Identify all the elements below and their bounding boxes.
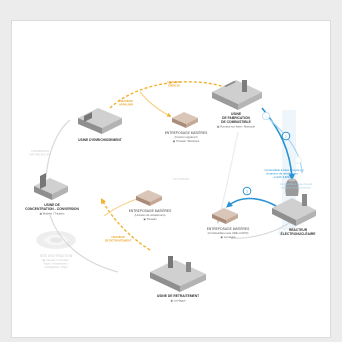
svg-text:URANIUM: URANIUM (167, 80, 181, 84)
arc-reprocessing-to-conversion (49, 214, 119, 273)
storage-top-label: ENTREPOSAGE MATIÈRES (Uranium appauvri) … (165, 130, 208, 143)
storage-depleted-icon[interactable] (172, 112, 198, 128)
svg-text:URANIUM: URANIUM (111, 235, 125, 239)
badge-3: 3 (242, 186, 252, 196)
storage-spent-fuel-icon[interactable] (212, 208, 238, 224)
svg-text:DE RETRAITEMENT: DE RETRAITEMENT (105, 239, 132, 243)
svg-text:USINE DE: USINE DE (44, 203, 60, 207)
reprocessing-label: USINE DE RETRAITEMENT ▣ La Hague (157, 294, 199, 303)
storage-reprocessed-icon[interactable] (136, 190, 162, 206)
flow-ure-fuel-label: Combustible à base d'oxyde d'uranium de … (264, 168, 299, 179)
flow-mox-fuel-label: Combustible à base d'oxyde d'uranium et … (280, 182, 313, 190)
badge-faint-a (294, 156, 302, 164)
storage-mid-label: ENTREPOSAGE MATIÈRES (Uranium de retrait… (129, 208, 172, 221)
conversion-plant-icon[interactable] (34, 173, 68, 200)
badge-2: 2 (281, 131, 291, 141)
storage-right-label: ENTREPOSAGE MATIÈRES (Combustibles usés … (207, 226, 250, 239)
svg-text:1: 1 (265, 114, 267, 118)
reactor-label: RÉACTEUR ÉLECTRONUCLÉAIRE (281, 227, 317, 236)
badge-1: 1 (261, 112, 270, 121)
svg-text:▣ Romans-sur-Isère / Marcoule: ▣ Romans-sur-Isère / Marcoule (217, 125, 256, 129)
badge-faint-b: 1 (278, 228, 286, 236)
mine-label: SITE D'EXTRACTION ▣ Canada / Australie /… (40, 254, 73, 269)
flow-depleted-uranium-label: URANIUM APPAUVRI (119, 99, 133, 107)
svg-text:USINE: USINE (231, 112, 242, 116)
svg-text:▣ Tricastin / Bessines: ▣ Tricastin / Bessines (173, 139, 200, 143)
arc-reactor-to-storage (226, 197, 277, 208)
enrichment-label: USINE D'ENRICHISSEMENT (78, 138, 122, 142)
flow-plutonium-label: PLUTONIUM (173, 177, 190, 181)
svg-text:▣ Malvési / Tricastin: ▣ Malvési / Tricastin (40, 212, 65, 216)
svg-text:CONVERSION: CONVERSION (31, 149, 49, 153)
svg-text:enrichi (URE): enrichi (URE) (274, 175, 291, 179)
svg-text:▣ Tricastin: ▣ Tricastin (143, 217, 157, 221)
svg-text:ENRICHI: ENRICHI (168, 84, 180, 88)
svg-text:APPAUVRI: APPAUVRI (119, 103, 133, 107)
svg-text:Ouzbékistan / Niger: Ouzbékistan / Niger (44, 265, 68, 269)
svg-text:SITE D'EXTRACTION: SITE D'EXTRACTION (40, 254, 73, 258)
arc-inner (216, 131, 239, 224)
svg-text:Combustible à base d'oxyde: Combustible à base d'oxyde (264, 168, 299, 172)
svg-text:(Uranium de retraitement): (Uranium de retraitement) (135, 213, 166, 217)
arc-depleted-uranium (139, 91, 172, 117)
mine-icon[interactable] (36, 231, 76, 249)
svg-text:▣ La Hague: ▣ La Hague (221, 235, 236, 239)
svg-text:2: 2 (285, 134, 287, 138)
svg-text:(Uranium appauvri): (Uranium appauvri) (174, 135, 197, 139)
fabrication-plant-icon[interactable] (212, 80, 262, 110)
svg-text:ENTREPOSAGE MATIÈRES: ENTREPOSAGE MATIÈRES (165, 130, 208, 135)
svg-text:DE COMBUSTIBLE: DE COMBUSTIBLE (221, 120, 251, 124)
fabrication-label: USINE DE FABRICATION DE COMBUSTIBLE ▣ Ro… (217, 112, 256, 129)
flow-enriched-uranium-label: URANIUM ENRICHI (167, 80, 181, 88)
svg-text:▣ La Hague: ▣ La Hague (171, 299, 186, 303)
svg-text:1: 1 (281, 230, 283, 234)
svg-text:ENTREPOSAGE MATIÈRES: ENTREPOSAGE MATIÈRES (207, 226, 250, 231)
arc-mox-to-reactor (265, 115, 304, 174)
reprocessing-plant-icon[interactable] (150, 256, 206, 292)
arc-conversion-to-enrichment (45, 119, 71, 179)
flow-conversion-label: CONVERSION NATURE EN UF6 (29, 149, 51, 157)
svg-text:ENTREPOSAGE MATIÈRES: ENTREPOSAGE MATIÈRES (129, 208, 172, 213)
svg-text:(Combustibles usés URE et MOX): (Combustibles usés URE et MOX) (208, 231, 249, 235)
svg-text:d'uranium et de plutonium: d'uranium et de plutonium (281, 186, 311, 190)
svg-text:CONCENTRATION - CONVERSION: CONCENTRATION - CONVERSION (25, 207, 79, 211)
reactor-icon[interactable] (272, 178, 316, 227)
svg-text:PLUTONIUM: PLUTONIUM (173, 177, 190, 181)
svg-text:▣ Canada / Australie /: ▣ Canada / Australie / (43, 258, 70, 262)
enrichment-plant-icon[interactable] (78, 108, 122, 134)
svg-text:URANIUM: URANIUM (119, 99, 133, 103)
svg-text:ÉLECTRONUCLÉAIRE: ÉLECTRONUCLÉAIRE (281, 231, 317, 236)
svg-text:RÉACTEUR: RÉACTEUR (289, 227, 308, 232)
svg-text:d'uranium de retraitement: d'uranium de retraitement (266, 172, 298, 176)
flow-reprocessed-uranium-label: URANIUM DE RETRAITEMENT (105, 235, 132, 243)
svg-text:Combustible à base d'oxyde: Combustible à base d'oxyde (280, 182, 313, 186)
arc-reprocessed-uranium (100, 198, 151, 251)
svg-text:USINE D'ENRICHISSEMENT: USINE D'ENRICHISSEMENT (78, 138, 122, 142)
svg-text:USINE DE RETRAITEMENT: USINE DE RETRAITEMENT (157, 294, 199, 298)
conversion-label: USINE DE CONCENTRATION - CONVERSION ▣ Ma… (25, 203, 79, 216)
svg-text:NATURE EN UF6: NATURE EN UF6 (29, 153, 51, 157)
svg-text:Niger / Kazakhstan /: Niger / Kazakhstan / (44, 262, 68, 266)
svg-text:3: 3 (246, 189, 248, 193)
svg-text:DE FABRICATION: DE FABRICATION (222, 116, 250, 120)
